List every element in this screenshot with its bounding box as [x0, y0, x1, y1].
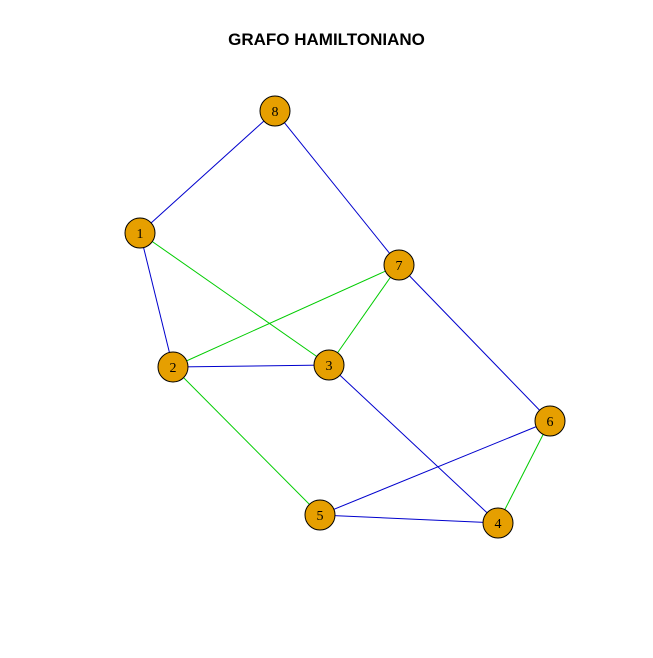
- edge-3-4: [328, 364, 499, 524]
- node-5: 5: [304, 499, 336, 531]
- node-circle: [304, 499, 336, 531]
- node-label: 4: [495, 517, 502, 532]
- node-7: 7: [383, 249, 415, 281]
- edge-6-7: [398, 264, 551, 422]
- edge-3-7: [328, 264, 400, 366]
- node-3: 3: [313, 349, 345, 381]
- node-8: 8: [259, 95, 291, 127]
- edge-7-8: [274, 110, 400, 266]
- node-label: 7: [396, 259, 403, 274]
- node-circle: [313, 349, 345, 381]
- edge-1-3: [139, 232, 330, 366]
- edge-8-1: [139, 110, 276, 234]
- nodes-layer: 1 2 3 4 5 6 7 8: [124, 95, 566, 539]
- node-label: 5: [317, 509, 324, 524]
- edge-4-5: [319, 514, 499, 524]
- node-label: 3: [326, 359, 333, 374]
- node-1: 1: [124, 217, 156, 249]
- node-circle: [259, 95, 291, 127]
- node-circle: [482, 507, 514, 539]
- node-2: 2: [157, 351, 189, 383]
- node-label: 2: [170, 361, 177, 376]
- edge-5-6: [319, 420, 551, 516]
- node-circle: [124, 217, 156, 249]
- node-4: 4: [482, 507, 514, 539]
- edge-4-6: [497, 420, 551, 524]
- node-label: 8: [272, 105, 279, 120]
- edge-2-7: [172, 264, 400, 368]
- edge-1-2: [139, 232, 174, 368]
- node-label: 6: [547, 415, 554, 430]
- graph-title: GRAFO HAMILTONIANO: [228, 30, 425, 49]
- edge-2-5: [172, 366, 321, 516]
- edge-2-3: [172, 364, 330, 368]
- edges-layer: [139, 110, 551, 524]
- node-circle: [534, 405, 566, 437]
- node-circle: [383, 249, 415, 281]
- node-6: 6: [534, 405, 566, 437]
- node-circle: [157, 351, 189, 383]
- node-label: 1: [137, 227, 144, 242]
